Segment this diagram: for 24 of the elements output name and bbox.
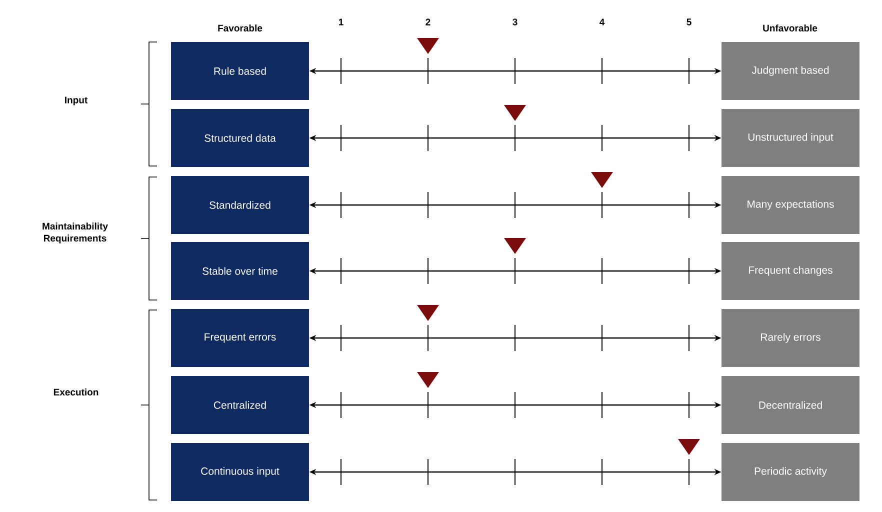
label: 5 — [686, 18, 692, 26]
label-box: Centralized — [171, 376, 309, 434]
label-box: Frequent errors — [171, 309, 309, 367]
label: Maintainability Requirements — [42, 222, 108, 244]
label-box: Decentralized — [722, 376, 860, 434]
label: Unfavorable — [763, 24, 818, 32]
label-box: Unstructured input — [722, 109, 860, 167]
label: Favorable — [218, 24, 262, 32]
label-box: Judgment based — [722, 42, 860, 100]
label-box: Standardized — [171, 176, 309, 234]
label-box: Rarely errors — [722, 309, 860, 367]
label-box: Rule based — [171, 42, 309, 100]
label-box: Continuous input — [171, 443, 309, 501]
label: 2 — [426, 18, 430, 26]
label: Execution — [54, 388, 98, 396]
label: 1 — [338, 18, 344, 26]
label-box: Many expectations — [722, 176, 860, 234]
label-box: Periodic activity — [722, 443, 860, 501]
label-box: Stable over time — [171, 242, 309, 300]
label-box: Structured data — [171, 109, 309, 167]
label: 3 — [512, 18, 518, 26]
label-box: Frequent changes — [722, 242, 860, 300]
label: 4 — [600, 18, 605, 26]
label: Input — [65, 96, 88, 106]
